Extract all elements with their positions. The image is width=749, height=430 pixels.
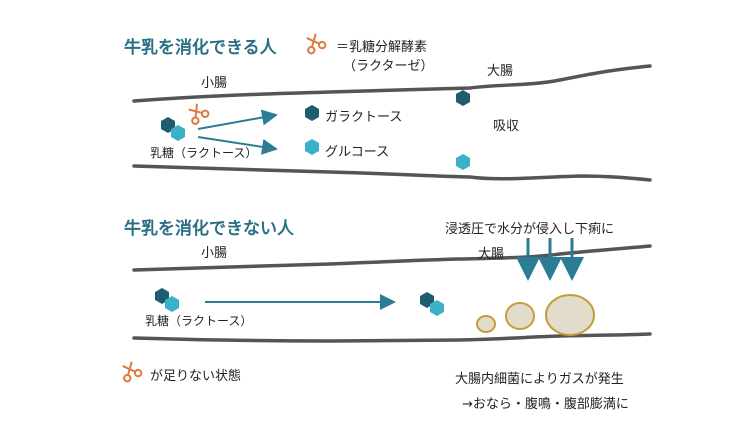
bottom-lactose-label: 乳糖（ラクトース） [145, 314, 253, 328]
top-lactose-hex-icon [161, 117, 185, 141]
bacteria-gas-line2: →おなら・腹鳴・腹部膨満に [462, 397, 629, 412]
top-enzyme-scissors-icon [188, 103, 210, 125]
top-intestine-lower-wall [132, 164, 652, 182]
glucose-label: グルコース [325, 145, 390, 160]
top-large-intestine-label: 大腸 [487, 64, 514, 79]
arrow-to-glucose [197, 136, 278, 155]
enzyme-legend-line1: ＝乳糖分解酵素 [336, 40, 428, 55]
absorption-label: 吸収 [493, 119, 520, 134]
bottom-intestine-upper-wall [132, 244, 652, 272]
gas-bubble-large [545, 294, 595, 336]
top-glucose-hex-icon [305, 139, 319, 155]
enzyme-missing-label: が足りない状態 [150, 369, 242, 384]
top-section-heading: 牛乳を消化できる人 [124, 38, 277, 58]
bottom-section-heading: 牛乳を消化できない人 [124, 219, 294, 239]
missing-enzyme-scissors-icon [122, 361, 143, 383]
top-lactose-label: 乳糖（ラクトース） [150, 146, 258, 160]
top-small-intestine-label: 小腸 [201, 76, 228, 91]
bottom-large-intestine-label: 大腸 [478, 247, 505, 262]
legend-scissors-icon [306, 33, 327, 55]
bottom-small-intestine-label: 小腸 [201, 246, 228, 261]
osmotic-note: 浸透圧で水分が侵入し下痢に [445, 222, 615, 237]
bottom-lactose-hex-icon [155, 288, 179, 312]
bottom-undigested-lactose-hex-icon [420, 292, 444, 316]
gas-bubble-medium [505, 302, 535, 330]
bacteria-gas-line1: 大腸内細菌によりガスが発生 [455, 372, 624, 387]
gas-bubble-small [476, 315, 496, 333]
bottom-intestine-lower-wall [132, 332, 652, 343]
top-absorbed-galactose-hex-icon [456, 90, 470, 106]
top-absorbed-glucose-hex-icon [456, 154, 470, 170]
top-intestine-upper-wall [132, 64, 652, 103]
galactose-label: ガラクトース [325, 110, 403, 125]
top-galactose-hex-icon [305, 105, 319, 121]
arrow-to-galactose [197, 109, 278, 130]
enzyme-legend-line2: （ラクターゼ） [343, 59, 434, 74]
